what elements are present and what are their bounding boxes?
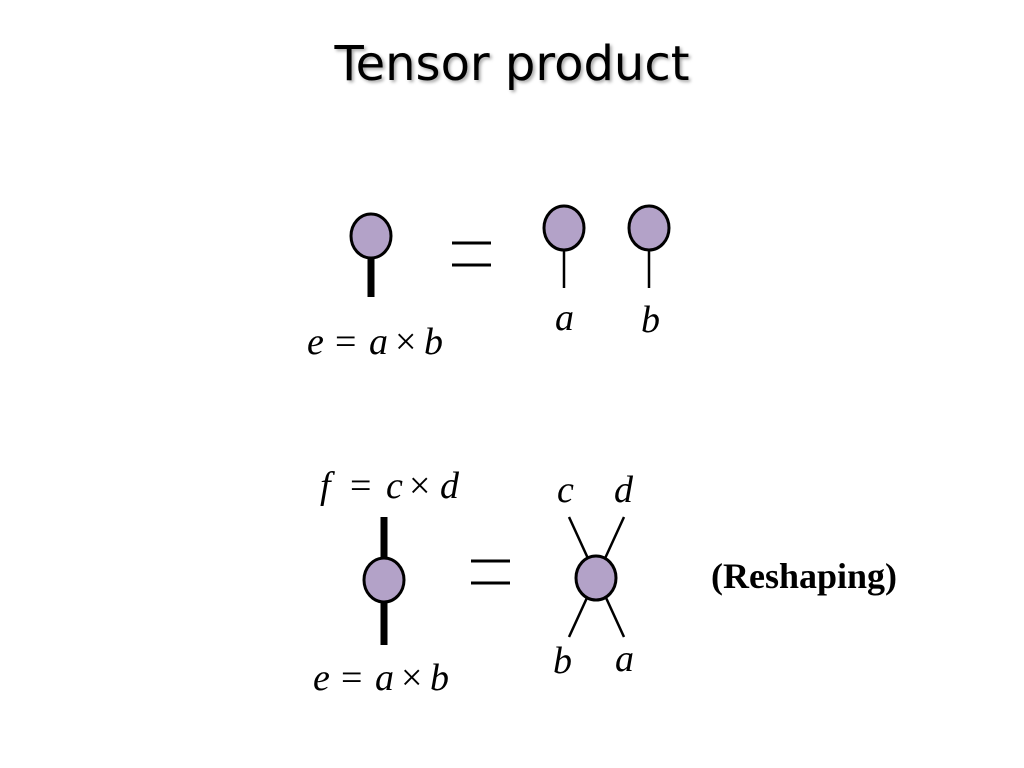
formula-eq: = [341,657,362,699]
slide-title: Tensor product [334,36,690,92]
tensor-node-cdab [574,554,618,602]
label-b: b [641,299,660,341]
equals-sign-2 [471,559,510,585]
formula-a: a [369,321,388,363]
formula-c: c [386,465,403,507]
label-d: d [614,469,634,511]
label-a: a [615,638,634,680]
formula-d: d [440,465,460,507]
formula-b: b [424,321,443,363]
formula-lhs: e [313,657,330,699]
formula-times: × [409,465,430,507]
formula-times: × [401,657,422,699]
formula-a: a [375,657,394,699]
formula-times: × [395,321,416,363]
equals-sign-1 [452,241,491,267]
tensor-node-a [542,204,586,252]
tensor-node-b [627,204,671,252]
formula-eq: = [335,321,356,363]
tensor-node-ef [362,556,406,604]
formula-e-row1: e = a × b [307,321,443,363]
tensor-node-e [349,212,393,260]
formula-b: b [430,657,449,699]
label-b: b [553,640,572,682]
label-a: a [555,297,574,339]
formula-lhs: f [320,465,335,507]
reshaping-note: (Reshaping) [711,556,897,596]
formula-f-row2: f = c × d [320,465,460,507]
formula-lhs: e [307,321,324,363]
formula-eq: = [350,465,371,507]
label-c: c [557,469,574,511]
formula-e-row2: e = a × b [313,657,449,699]
